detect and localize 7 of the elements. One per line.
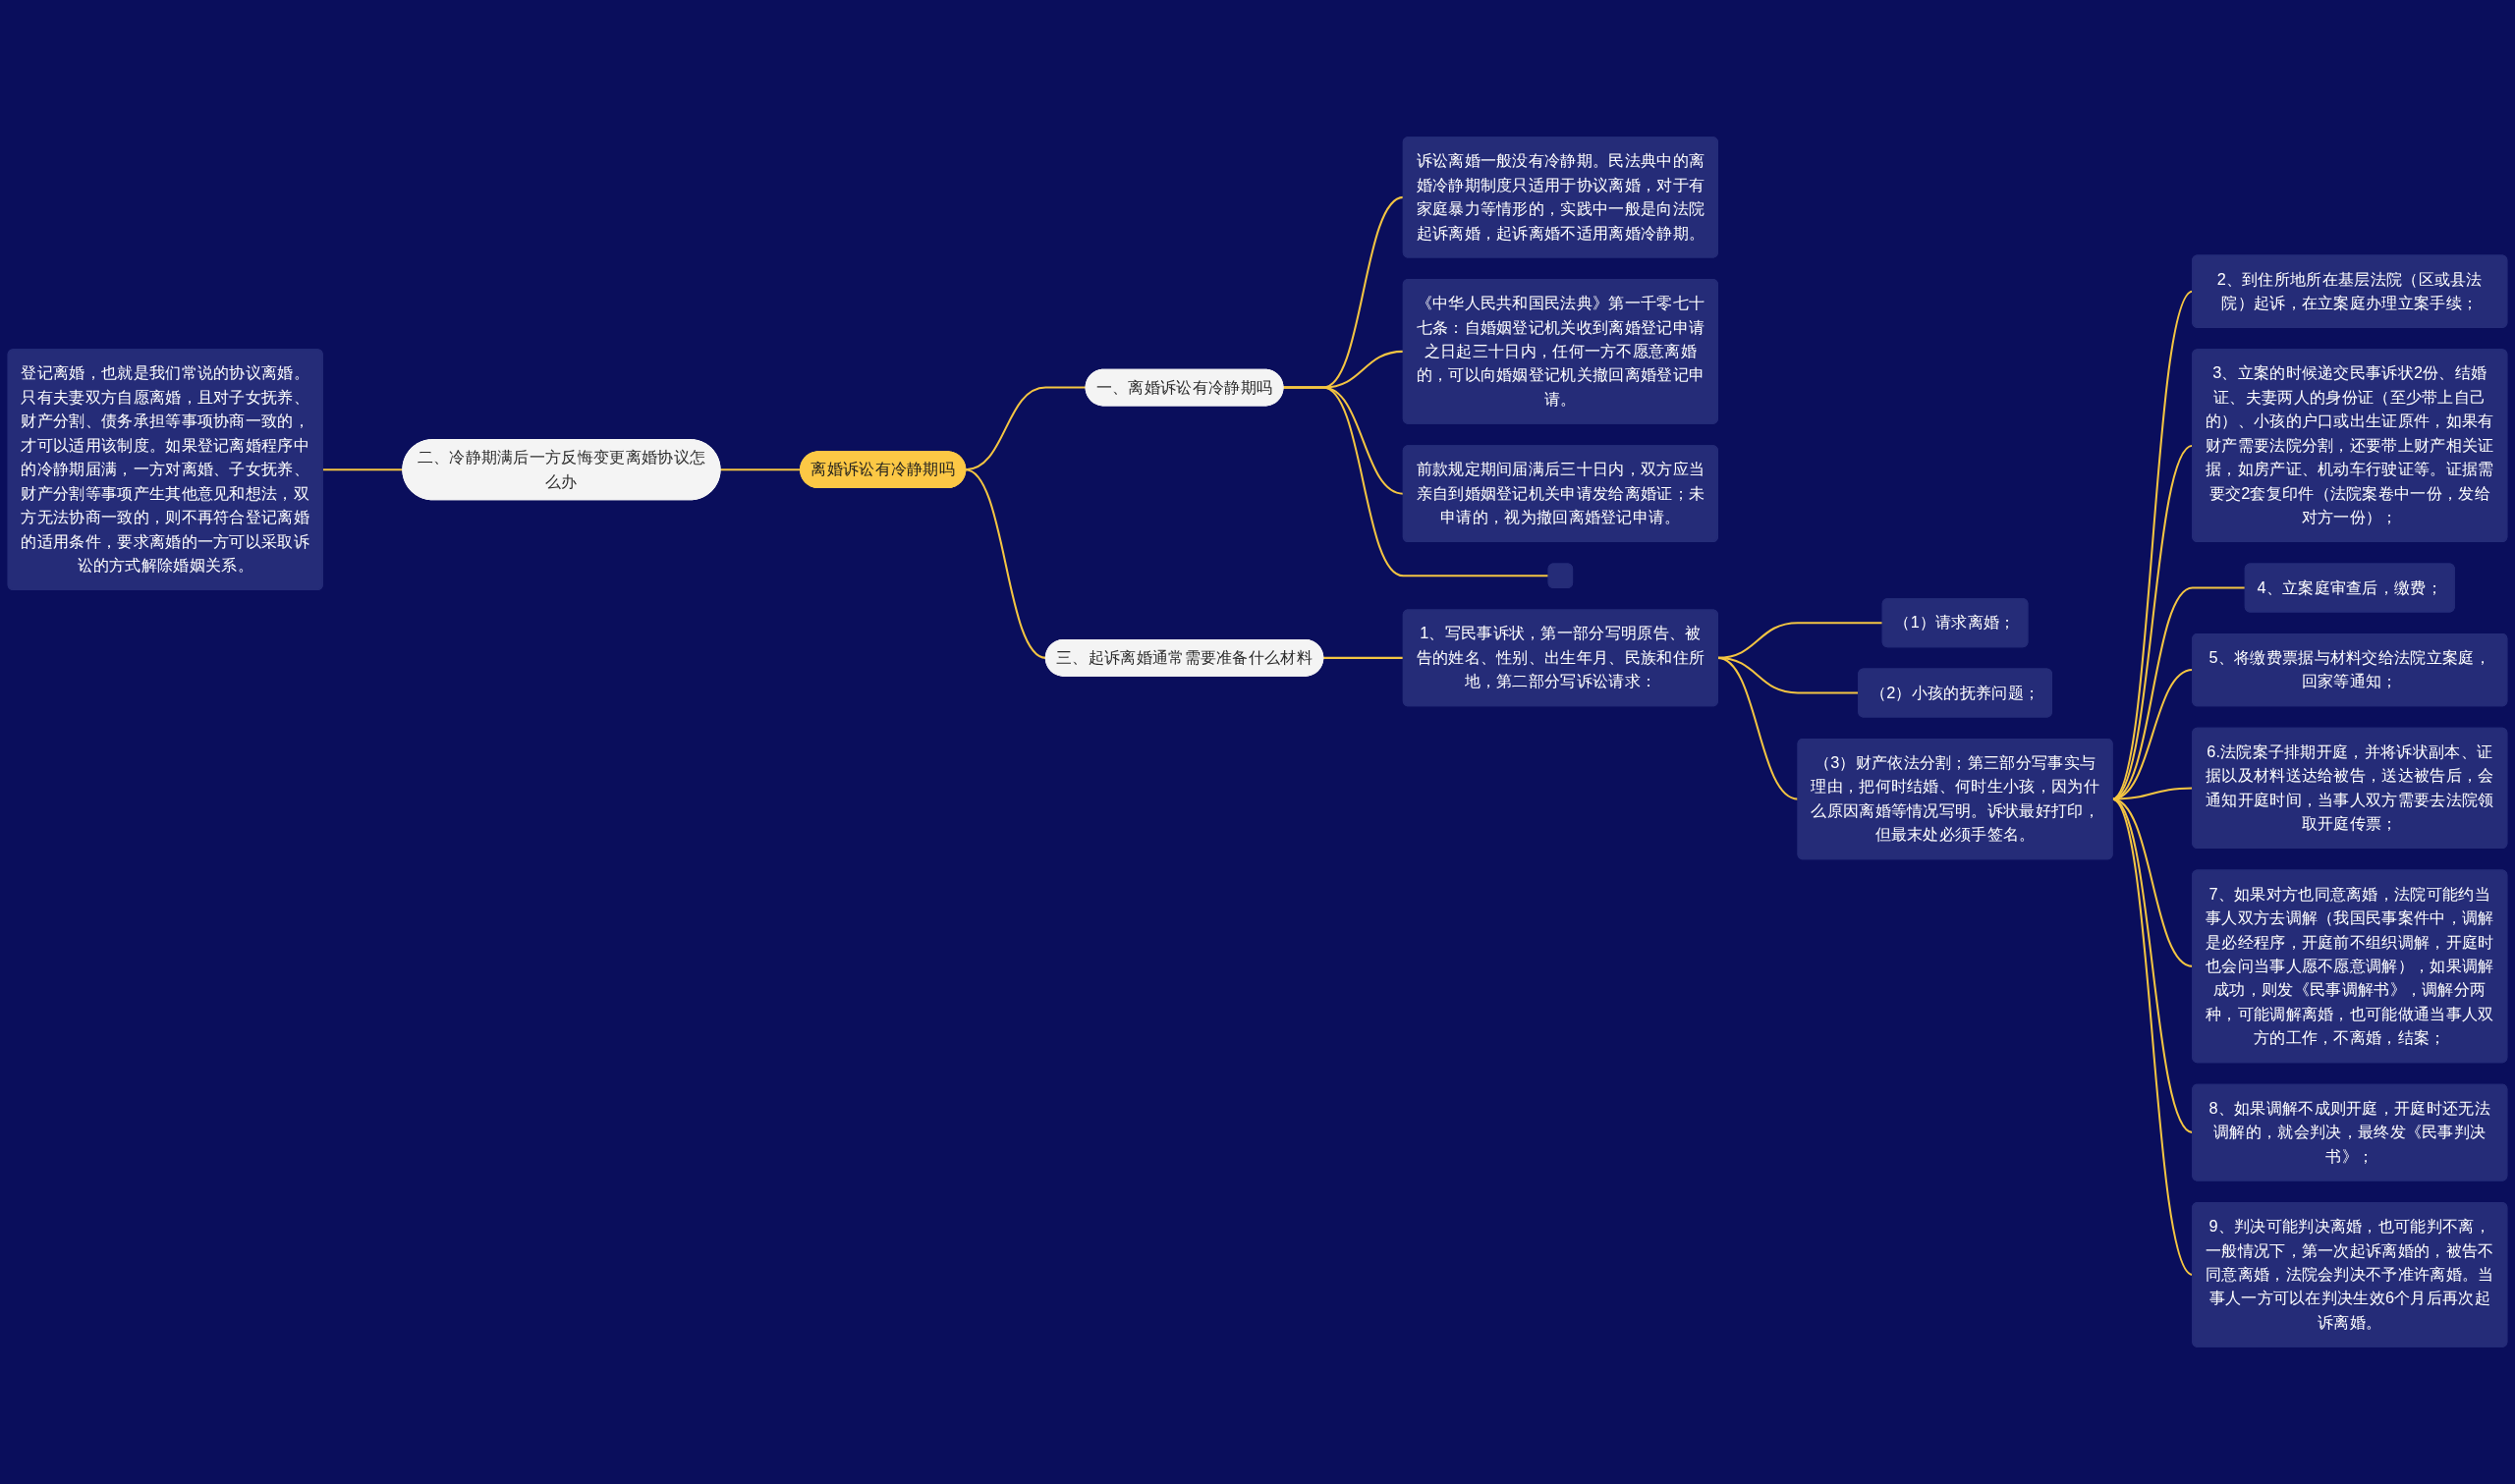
connector — [1717, 656, 1799, 800]
connector — [965, 468, 1046, 659]
connector — [1322, 656, 1404, 659]
connector — [322, 468, 403, 471]
connector — [965, 386, 1087, 471]
connector — [720, 468, 801, 471]
connector — [1282, 386, 1549, 577]
